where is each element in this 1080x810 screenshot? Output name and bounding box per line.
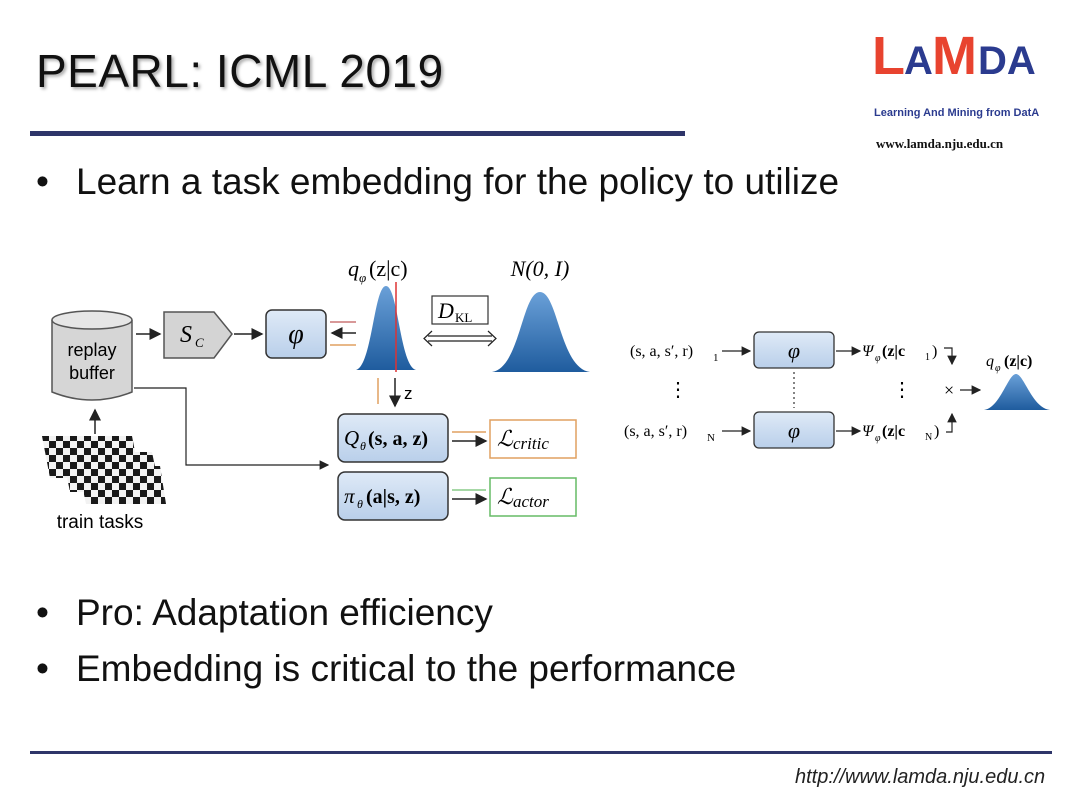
footer-url: http://www.lamda.nju.edu.cn xyxy=(795,766,1046,788)
output-arg: (z|c) xyxy=(1004,353,1032,370)
lamda-logo: L A M DA Learning And Mining from DatA w… xyxy=(872,24,1062,151)
output-q: q xyxy=(986,353,994,370)
replay-buffer-label-2: buffer xyxy=(69,363,115,383)
encoder-n-phi: φ xyxy=(788,418,800,443)
svg-text:M: M xyxy=(932,26,977,80)
bullet-item: •Pro: Adaptation efficiency xyxy=(36,592,493,633)
logo-subtitle: Learning And Mining from DatA xyxy=(874,107,1040,119)
psi-1-arg: (z|c xyxy=(882,343,905,360)
critic-loss: ℒ critic xyxy=(489,419,577,459)
prior-distribution xyxy=(492,292,590,372)
actor-loss-sub: actor xyxy=(513,492,549,511)
z-label: z xyxy=(404,384,413,403)
train-tasks-images xyxy=(42,436,166,504)
actor-pi: π xyxy=(344,484,355,508)
input-1: (s, a, s′, r) xyxy=(630,343,693,360)
bullet-text: Pro: Adaptation efficiency xyxy=(76,592,493,633)
svg-text:A: A xyxy=(904,39,933,80)
input-n: (s, a, s′, r) xyxy=(624,423,687,440)
psi-n-arg: (z|c xyxy=(882,423,905,440)
lamda-logo-mark: L A M DA xyxy=(872,26,1036,80)
train-tasks-label: train tasks xyxy=(57,512,144,533)
product-symbol: × xyxy=(944,380,954,400)
posterior-q: q xyxy=(348,256,359,281)
bullet-item: •Embedding is critical to the performanc… xyxy=(36,648,737,689)
bullet-list-top: •Learn a task embedding for the policy t… xyxy=(36,154,839,210)
actor-loss: ℒ actor xyxy=(489,477,577,517)
logo-url: www.lamda.nju.edu.cn xyxy=(876,136,1004,151)
prior-label: N(0, I) xyxy=(510,256,570,281)
replay-buffer: replay buffer xyxy=(51,310,133,401)
actor-loss-l: ℒ xyxy=(497,484,514,509)
actor-sub: θ xyxy=(357,497,363,511)
posterior-sub: φ xyxy=(359,270,366,285)
svg-text:DA: DA xyxy=(978,39,1036,80)
psi-n: Ψ xyxy=(862,423,875,440)
psi-1-c-sub: 1 xyxy=(925,352,930,363)
bullet-item: •Learn a task embedding for the policy t… xyxy=(36,161,840,202)
arrow-psi-1-to-product xyxy=(944,347,957,366)
output-sub: φ xyxy=(995,363,1001,374)
encoder-n: φ xyxy=(753,411,835,449)
dkl-sub: KL xyxy=(455,310,472,325)
bullet-list-bottom: •Pro: Adaptation efficiency •Embedding i… xyxy=(36,585,736,697)
psi-1-sub: φ xyxy=(875,353,881,364)
encoder-1: φ xyxy=(753,331,835,369)
arrow-psi-n-to-product xyxy=(946,412,957,433)
arrow-buffer-to-networks xyxy=(134,387,330,470)
critic-arg: (s, a, z) xyxy=(368,428,428,450)
bullet-text: Embedding is critical to the performance xyxy=(76,648,737,689)
sc-label: S xyxy=(180,322,192,348)
kl-divergence: D KL xyxy=(423,295,497,347)
slide-title: PEARL: ICML 2019 xyxy=(36,45,444,97)
context-sampler: S C xyxy=(163,311,233,359)
ellipsis-inputs: ⋮ xyxy=(668,379,688,401)
footer-divider xyxy=(30,751,1052,754)
svg-text:L: L xyxy=(872,26,905,80)
psi-n-close: ) xyxy=(934,423,939,440)
input-1-sub: 1 xyxy=(713,352,719,364)
critic-loss-l: ℒ xyxy=(497,426,514,451)
output-distribution xyxy=(984,374,1050,410)
encoder-phi: φ xyxy=(288,319,304,350)
dkl-label: D xyxy=(437,298,454,323)
posterior-distribution xyxy=(356,282,416,372)
bullet-text: Learn a task embedding for the policy to… xyxy=(76,161,840,202)
encoder-box: φ xyxy=(265,309,327,359)
psi-1-close: ) xyxy=(932,343,937,360)
input-n-sub: N xyxy=(707,432,715,444)
ellipsis-psi: ⋮ xyxy=(892,379,912,401)
title-divider xyxy=(30,131,685,136)
actor-box: π θ (a|s, z) xyxy=(337,471,449,521)
psi-n-c-sub: N xyxy=(925,432,932,443)
critic-q: Q xyxy=(344,426,359,450)
actor-arg: (a|s, z) xyxy=(366,486,420,508)
critic-box: Q θ (s, a, z) xyxy=(337,413,449,463)
sc-sub: C xyxy=(195,335,204,350)
replay-buffer-label-1: replay xyxy=(67,340,116,360)
psi-1: Ψ xyxy=(862,343,875,360)
critic-loss-sub: critic xyxy=(513,434,549,453)
critic-sub: θ xyxy=(360,439,366,453)
encoder-1-phi: φ xyxy=(788,338,800,363)
posterior-arg: (z|c) xyxy=(369,256,408,281)
psi-n-sub: φ xyxy=(875,433,881,444)
